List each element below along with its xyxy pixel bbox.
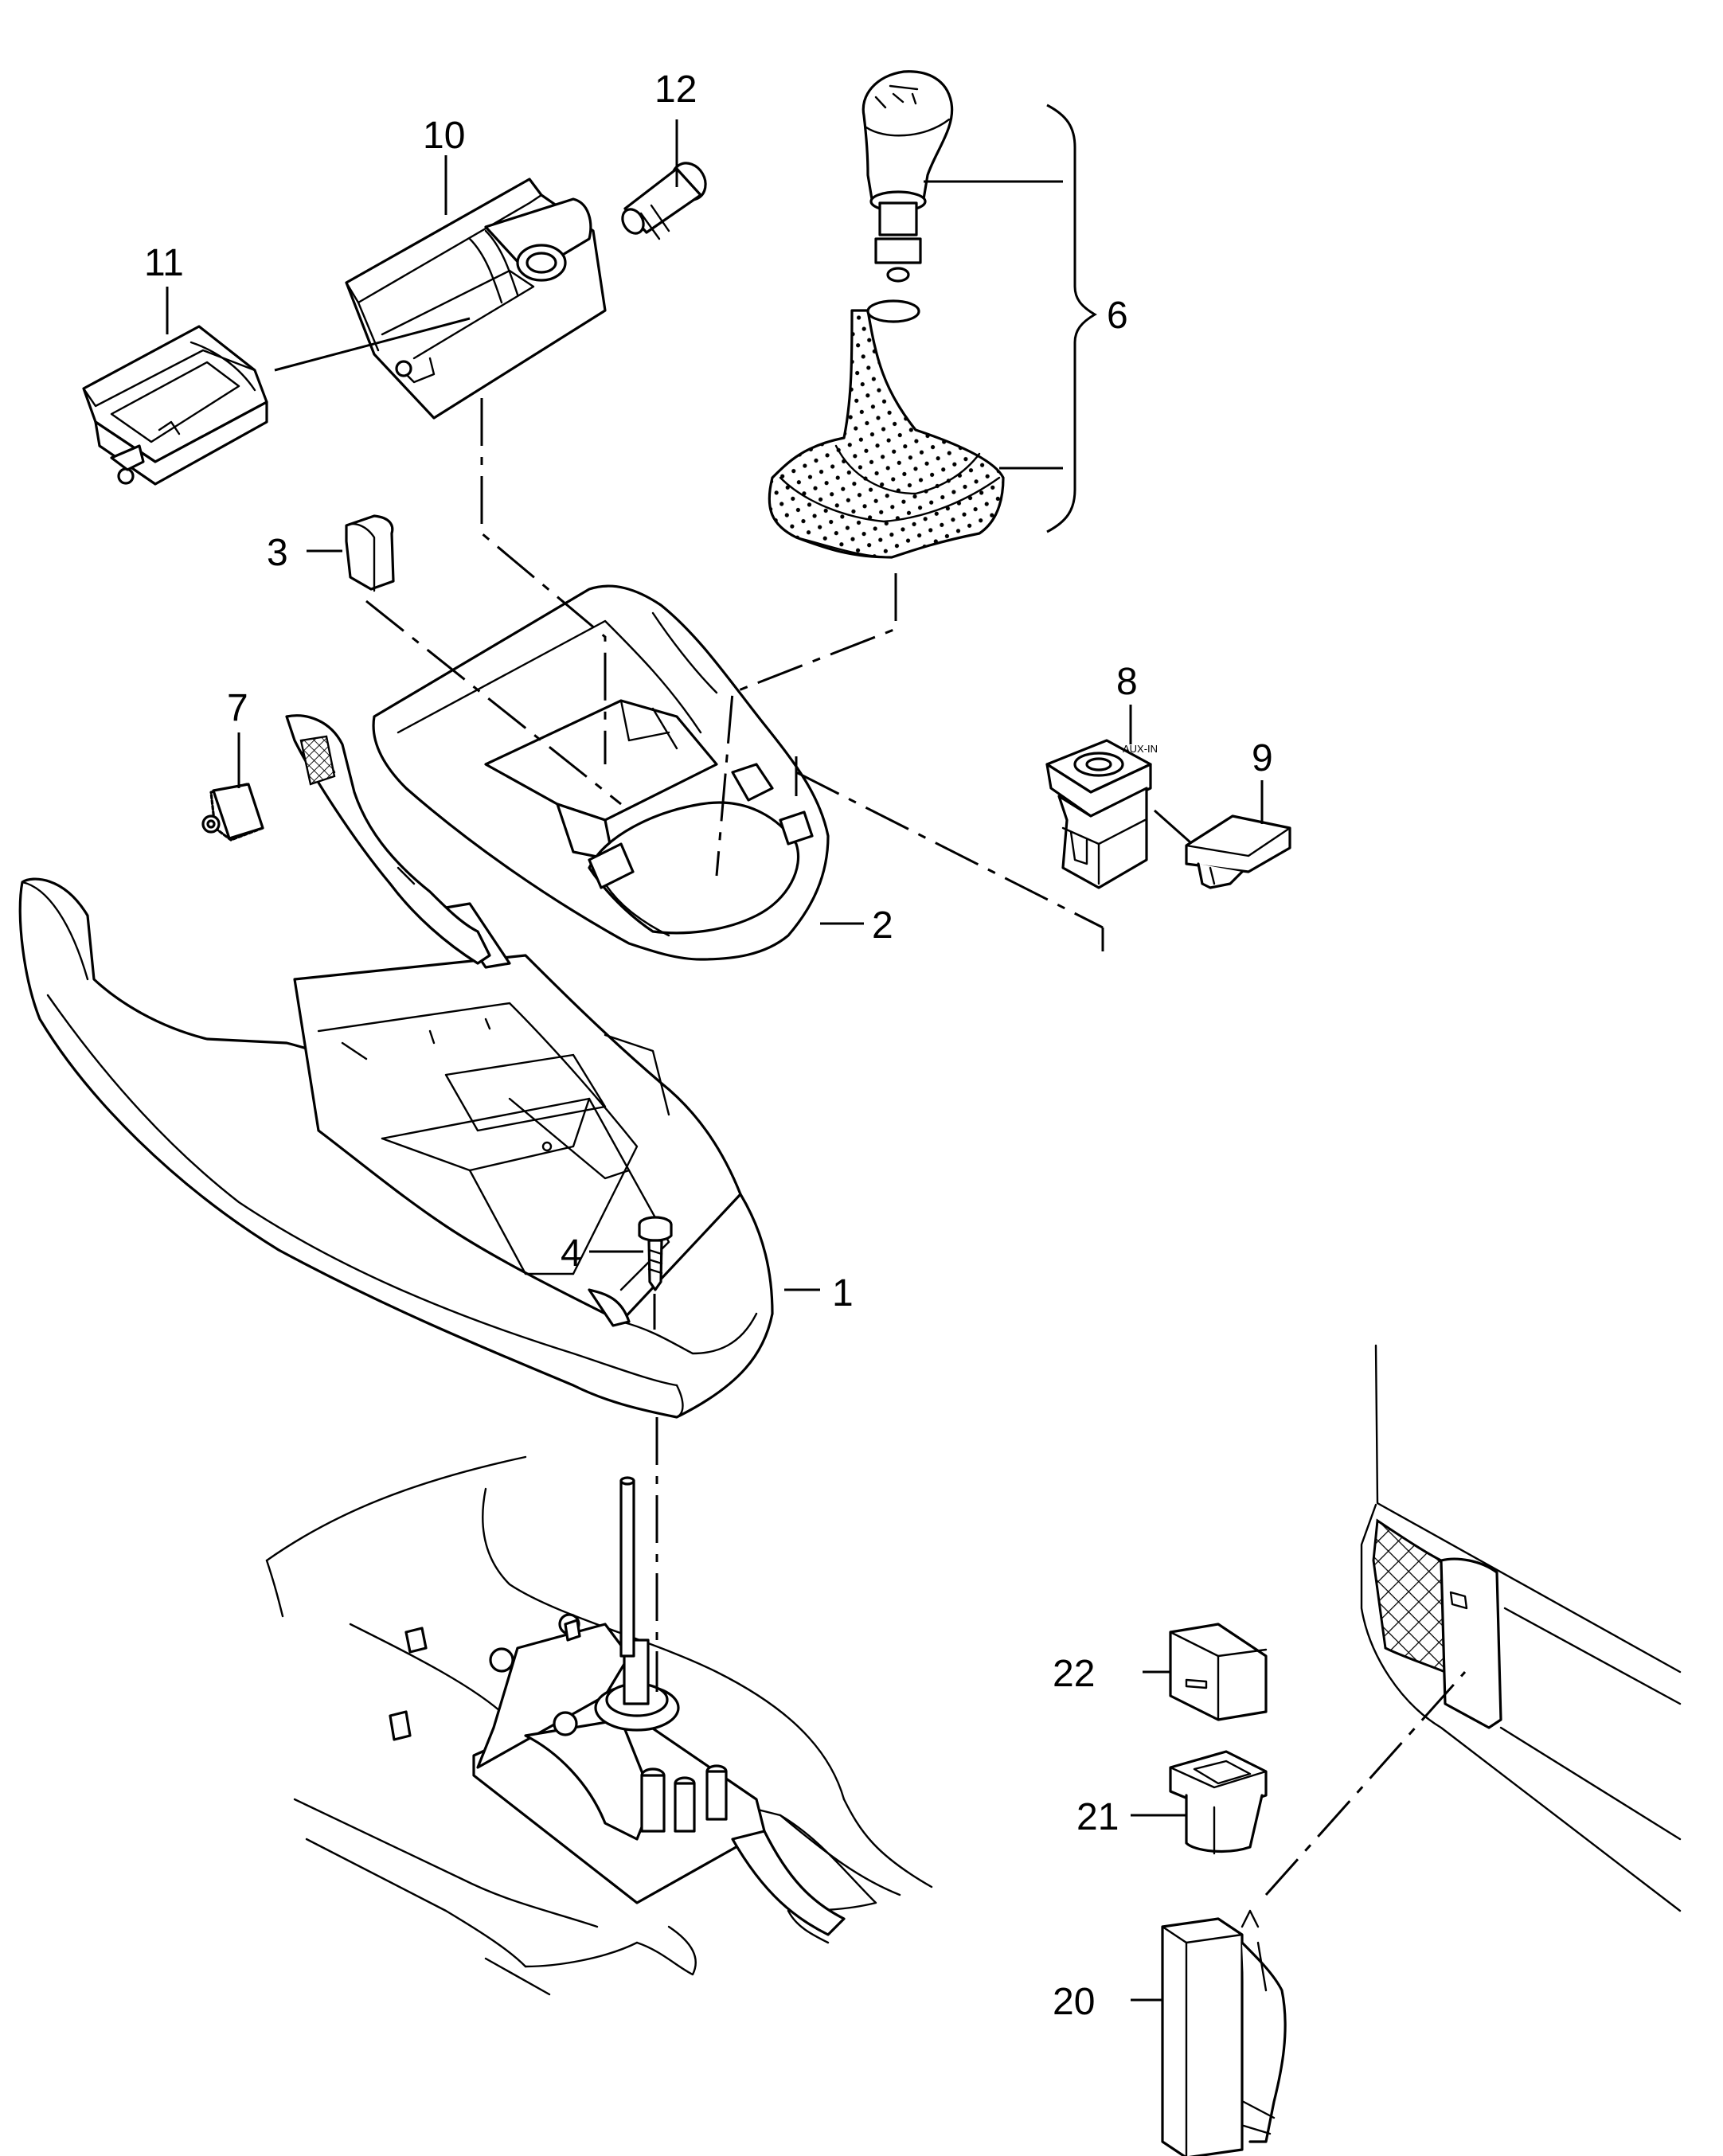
part-10-tray [345, 178, 607, 420]
part-6-gear-knob-assembly [768, 70, 1005, 559]
part-7-adapter [201, 783, 264, 842]
callout-10: 10 [423, 115, 465, 157]
part-21-bracket [1169, 1750, 1268, 1855]
callout-7: 7 [227, 687, 248, 729]
callout-2: 2 [872, 904, 893, 947]
aux-socket-text: AUX-IN [1123, 743, 1158, 755]
callout-11: 11 [144, 242, 184, 284]
leader-lines [166, 104, 1264, 2002]
part-11-storage-box [82, 325, 268, 486]
callout-12: 12 [654, 68, 697, 111]
part-1-centre-console [18, 877, 774, 1419]
callout-20: 20 [1053, 1981, 1095, 2023]
side-trim-strip [285, 714, 491, 965]
part-3-clip [345, 514, 395, 592]
callout-9: 9 [1252, 737, 1273, 779]
callout-1: 1 [832, 1272, 854, 1314]
callout-21: 21 [1076, 1796, 1119, 1838]
door-panel [1360, 1344, 1682, 1912]
part-2-gear-surround [372, 584, 830, 961]
callout-8: 8 [1116, 661, 1138, 703]
part-8-aux-socket: AUX-IN [1045, 739, 1158, 889]
callout-4: 4 [561, 1232, 582, 1275]
callouts: 11 10 12 6 3 7 8 9 2 4 1 22 21 20 [144, 68, 1273, 2023]
part-20-lower-panel [1161, 1909, 1287, 2156]
assembly-lines [365, 398, 1467, 1896]
part-9-cover [1185, 814, 1291, 889]
part-22-small-cover [1169, 1623, 1268, 1721]
callout-3: 3 [267, 532, 288, 574]
part-4-screw [638, 1216, 673, 1291]
gearshift-mechanism [265, 1455, 933, 1996]
callout-22: 22 [1053, 1653, 1095, 1695]
part-12-lighter [621, 162, 707, 240]
callout-6: 6 [1107, 295, 1128, 337]
